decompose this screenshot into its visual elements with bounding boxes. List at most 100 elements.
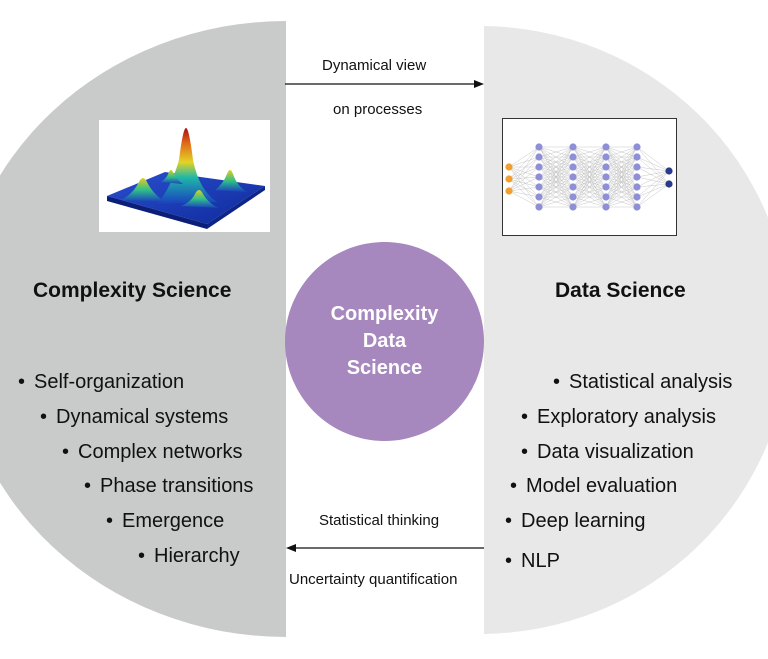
nn-edge bbox=[636, 170, 670, 178]
list-item-label: NLP bbox=[521, 550, 560, 572]
nn-edge bbox=[572, 146, 607, 198]
nn-node bbox=[505, 187, 513, 195]
nn-node bbox=[505, 163, 513, 171]
nn-node bbox=[602, 203, 610, 211]
nn-edge bbox=[572, 166, 607, 208]
nn-edge bbox=[508, 186, 540, 192]
nn-edge bbox=[572, 156, 607, 208]
center-label-line: Complexity bbox=[330, 303, 439, 325]
nn-node bbox=[535, 163, 543, 171]
nn-node bbox=[569, 173, 577, 181]
nn-edge bbox=[636, 166, 670, 185]
list-item: •Exploratory analysis bbox=[521, 406, 716, 428]
nn-edge bbox=[636, 170, 670, 188]
nn-edge bbox=[538, 146, 574, 178]
list-item-label: Self-organization bbox=[34, 371, 185, 393]
nn-edge bbox=[605, 146, 638, 208]
nn-edge bbox=[508, 166, 540, 198]
nn-node bbox=[505, 175, 513, 183]
list-item-label: Model evaluation bbox=[526, 475, 678, 497]
nn-edge bbox=[605, 186, 638, 208]
nn-node bbox=[602, 143, 610, 151]
nn-edge bbox=[605, 146, 638, 188]
nn-edge bbox=[572, 196, 607, 208]
list-item-label: Dynamical systems bbox=[56, 406, 229, 428]
neural-network-image bbox=[502, 118, 677, 236]
nn-edge bbox=[538, 176, 574, 208]
nn-node bbox=[633, 173, 641, 181]
bottom-arrow-label-1: Statistical thinking bbox=[319, 512, 440, 529]
top-arrow-label-1: Dynamical view bbox=[322, 57, 427, 74]
nn-edge bbox=[636, 183, 670, 188]
nn-edge bbox=[508, 146, 540, 192]
nn-edge bbox=[538, 146, 574, 158]
nn-node bbox=[602, 163, 610, 171]
data-science-title: Data Science bbox=[555, 279, 686, 302]
list-item-label: Phase transitions bbox=[100, 475, 254, 497]
nn-edge bbox=[572, 146, 607, 188]
nn-node bbox=[569, 183, 577, 191]
list-item: •Hierarchy bbox=[138, 545, 240, 567]
nn-edge bbox=[636, 183, 670, 208]
nn-edge bbox=[572, 146, 607, 208]
complexity-science-title: Complexity Science bbox=[33, 279, 232, 302]
nn-edge bbox=[572, 146, 607, 158]
list-item: •Dynamical systems bbox=[40, 406, 229, 428]
nn-node bbox=[602, 183, 610, 191]
nn-edge bbox=[508, 178, 540, 198]
nn-edge bbox=[508, 178, 540, 188]
nn-edge bbox=[508, 176, 540, 192]
nn-edge bbox=[538, 146, 574, 188]
surface-plot-icon bbox=[107, 128, 265, 229]
nn-edge bbox=[538, 146, 574, 208]
list-item: •Deep learning bbox=[505, 510, 646, 532]
list-item-label: Emergence bbox=[122, 510, 225, 532]
nn-edge bbox=[636, 156, 670, 185]
nn-edge bbox=[636, 170, 670, 208]
nn-edge bbox=[605, 156, 638, 208]
nn-node bbox=[602, 193, 610, 201]
nn-edge bbox=[508, 166, 540, 180]
nn-edge bbox=[636, 146, 670, 185]
nn-edge bbox=[636, 176, 670, 185]
nn-edge bbox=[572, 186, 607, 208]
nn-node bbox=[535, 173, 543, 181]
list-item: •Statistical analysis bbox=[553, 371, 733, 393]
bottom-arrowhead bbox=[286, 544, 296, 552]
nn-edge bbox=[508, 190, 540, 208]
nn-edge bbox=[605, 146, 638, 198]
nn-node bbox=[665, 180, 673, 188]
top-arrow-label-2: on processes bbox=[333, 101, 423, 118]
nn-edge bbox=[605, 196, 638, 208]
nn-node bbox=[569, 163, 577, 171]
nn-node bbox=[633, 163, 641, 171]
nn-edge bbox=[636, 170, 670, 198]
list-item: •Emergence bbox=[106, 510, 225, 532]
nn-node bbox=[633, 143, 641, 151]
nn-edge bbox=[508, 156, 540, 192]
nn-node bbox=[665, 167, 673, 175]
nn-edge bbox=[605, 176, 638, 208]
nn-node bbox=[633, 183, 641, 191]
list-item-label: Data visualization bbox=[537, 441, 694, 463]
bottom-arrow-label-2: Uncertainty quantification bbox=[289, 571, 458, 588]
nn-edge bbox=[605, 146, 638, 168]
nn-edge bbox=[538, 146, 574, 168]
nn-node bbox=[535, 193, 543, 201]
nn-edge bbox=[572, 176, 607, 208]
nn-node bbox=[569, 153, 577, 161]
list-item-label: Statistical analysis bbox=[569, 371, 733, 393]
list-item: •NLP bbox=[505, 550, 560, 572]
nn-edge bbox=[636, 166, 670, 172]
neural-network-icon bbox=[505, 143, 673, 211]
nn-edge bbox=[605, 166, 638, 208]
nn-node bbox=[569, 203, 577, 211]
nn-node bbox=[602, 153, 610, 161]
list-item: •Phase transitions bbox=[84, 475, 254, 497]
nn-node bbox=[535, 203, 543, 211]
list-item-label: Deep learning bbox=[521, 510, 646, 532]
nn-edge bbox=[572, 146, 607, 178]
nn-edge bbox=[508, 190, 540, 198]
nn-node bbox=[633, 193, 641, 201]
